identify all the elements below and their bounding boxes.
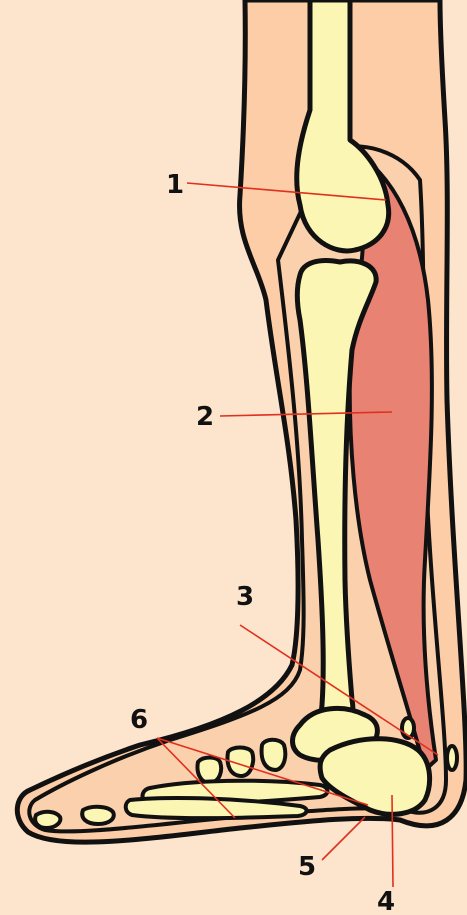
label-5: 5	[298, 852, 316, 882]
label-2: 2	[196, 402, 214, 432]
phalanx-1	[82, 807, 114, 824]
label-4: 4	[377, 887, 395, 915]
label-6: 6	[130, 705, 148, 735]
bursa-lower	[447, 746, 457, 770]
tarsal-bone-1	[262, 740, 286, 770]
label-1: 1	[166, 170, 184, 200]
leader-line-5	[322, 817, 365, 860]
label-3: 3	[236, 582, 254, 612]
phalanx-2	[35, 812, 60, 828]
leader-line-4	[392, 795, 393, 887]
